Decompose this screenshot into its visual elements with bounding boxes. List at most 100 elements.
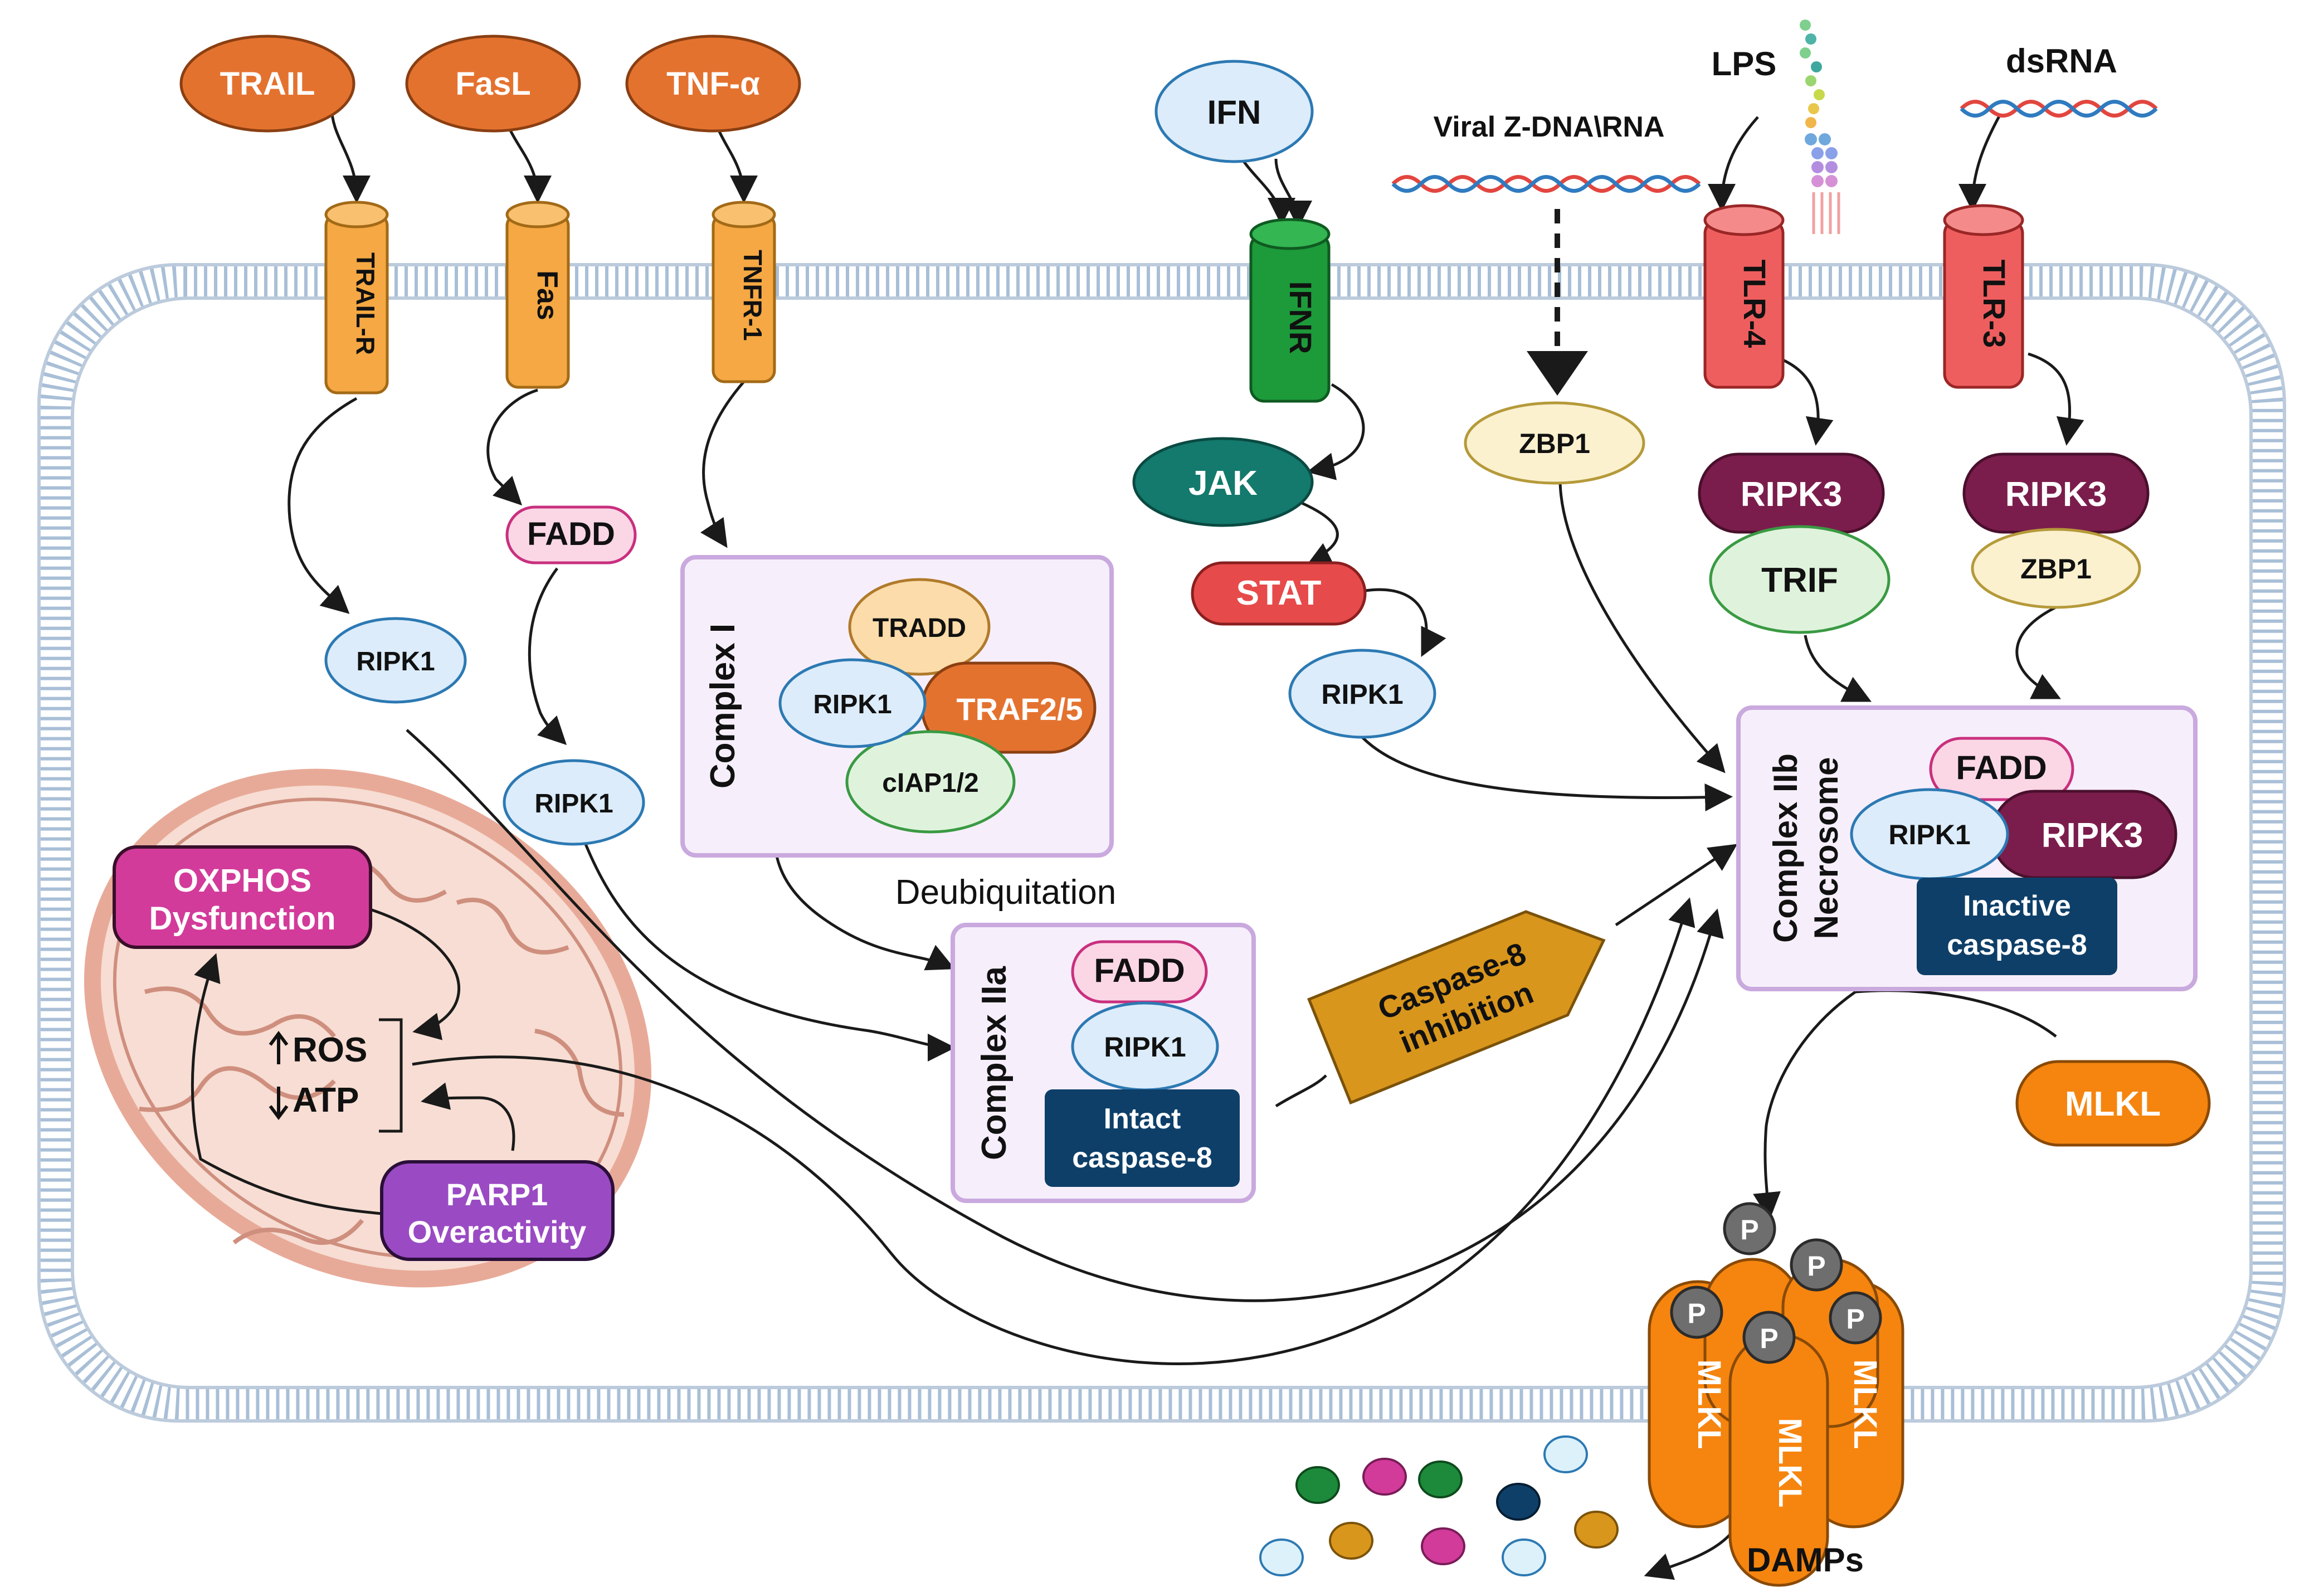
phospho-group-4: P — [1742, 1311, 1796, 1364]
trif-label: TRIF — [1761, 561, 1838, 600]
receptor-tlr3-label: TLR-3 — [1977, 260, 2012, 348]
receptor-ifnr: IFNR — [1249, 218, 1331, 403]
zbp1-viral: ZBP1 — [1464, 401, 1645, 485]
ros-atp: ROS ATP — [269, 1018, 403, 1133]
lps-label: LPS — [1712, 45, 1777, 82]
up-arrow-icon — [269, 1031, 289, 1064]
ripk1-complex-iia: RIPK1 — [1071, 1001, 1219, 1092]
ripk1-complex-iia-label: RIPK1 — [1104, 1031, 1186, 1063]
deubiquitination-label: Deubiquitation — [895, 873, 1116, 912]
phospho-group-1: P — [1723, 1202, 1776, 1255]
phospho-label-5: P — [1846, 1303, 1864, 1335]
stat: STAT — [1191, 561, 1367, 626]
fadd-complex-iia: FADD — [1071, 940, 1208, 1004]
phospho-group-2: P — [1790, 1238, 1843, 1292]
receptor-fas-label: Fas — [531, 270, 563, 320]
complex-iia-title: Complex IIa — [975, 966, 1014, 1160]
caspase-8-inhibition: Caspase-8 inhibition — [1307, 910, 1606, 1105]
ligand-trail-label: TRAIL — [220, 66, 315, 102]
mlkl-free: MLKL — [2015, 1060, 2211, 1147]
zbp1-viral-label: ZBP1 — [1519, 428, 1590, 459]
complex-iib-necrosome: Complex IIb Necrosome FADD RIPK3 RIPK1 I… — [1736, 705, 2198, 991]
fadd-fas-label: FADD — [527, 516, 615, 552]
complex-iib-title-line1: Complex IIb — [1767, 753, 1804, 943]
ripk1-complex-i-label: RIPK1 — [813, 690, 891, 719]
phospho-label-4: P — [1760, 1323, 1778, 1354]
jak-label: JAK — [1188, 464, 1258, 503]
ripk3-complex-iib-label: RIPK3 — [2042, 816, 2143, 855]
ros-label: ROS — [293, 1031, 367, 1069]
ligand-fasl: FasL — [405, 35, 581, 133]
lps-molecule-icon — [1800, 20, 1840, 234]
viral-dna: Viral Z-DNA\RNA — [1391, 111, 1701, 193]
fadd-complex-iib: FADD — [1929, 737, 2074, 801]
ligand-tnf: TNF-α — [625, 35, 801, 133]
receptor-tlr4-label: TLR-4 — [1737, 260, 1772, 348]
inactive-caspase-8-line2: caspase-8 — [1947, 929, 2087, 961]
fadd-fas: FADD — [505, 505, 637, 564]
phospho-label-2: P — [1807, 1250, 1825, 1282]
ciap12-label: cIAP1/2 — [882, 768, 978, 798]
receptor-tlr4: TLR-4 — [1703, 204, 1785, 389]
ripk1-fas: RIPK1 — [503, 759, 645, 846]
fadd-complex-iia-label: FADD — [1094, 952, 1185, 989]
receptor-tnfr1-label: TNFR-1 — [738, 250, 767, 341]
complex-i-title: Complex I — [704, 624, 742, 788]
viral-arrowhead — [1527, 351, 1588, 396]
receptor-fas: Fas — [505, 201, 570, 389]
ripk1-complex-i: RIPK1 — [778, 658, 927, 748]
atp-label: ATP — [293, 1081, 359, 1119]
down-arrow-icon — [269, 1087, 289, 1120]
intact-caspase-8-line1: Intact — [1104, 1103, 1181, 1135]
cell-membrane — [37, 263, 2286, 1423]
tradd-label: TRADD — [873, 614, 966, 643]
ripk3-tlr3: RIPK3 — [1962, 452, 2150, 534]
stat-label: STAT — [1236, 574, 1322, 612]
phospho-label-1: P — [1740, 1214, 1758, 1245]
complex-iib-title-line2: Necrosome — [1807, 757, 1845, 939]
mlkl-pore-label-center: MLKL — [1772, 1418, 1808, 1507]
ripk3-complex-iib: RIPK3 — [1990, 790, 2177, 879]
zbp1-tlr3: ZBP1 — [1971, 528, 2141, 609]
phospho-group-5: P — [1829, 1291, 1882, 1345]
ripk1-complex-iib: RIPK1 — [1850, 788, 2009, 880]
intact-caspase-8: Intact caspase-8 — [1045, 1089, 1240, 1187]
fadd-complex-iib-label: FADD — [1956, 749, 2047, 786]
mlkl-pore-label-left: MLKL — [1691, 1359, 1727, 1449]
mlkl-oligomer-pore: MLKL MLKL MLKL P P P P P — [1648, 1202, 1904, 1587]
ripk1-fas-label: RIPK1 — [534, 789, 613, 819]
dsrna: dsRNA — [1960, 42, 2158, 118]
ligand-ifn-label: IFN — [1207, 94, 1261, 131]
ripk1-ifn: RIPK1 — [1288, 649, 1436, 739]
ciap12: cIAP1/2 — [845, 730, 1016, 834]
jak: JAK — [1132, 437, 1314, 527]
receptor-trail-r-label: TRAIL-R — [351, 252, 380, 355]
receptor-trail-r: TRAIL-R — [324, 201, 389, 395]
inactive-caspase-8-line1: Inactive — [1963, 890, 2071, 922]
intact-caspase-8-line2: caspase-8 — [1072, 1142, 1212, 1174]
oxphos-line2: Dysfunction — [149, 900, 335, 937]
oxphos-dysfunction: OXPHOS Dysfunction — [113, 845, 372, 949]
ripk1-complex-iib-label: RIPK1 — [1888, 819, 1970, 850]
phospho-group-3: P — [1670, 1286, 1723, 1339]
phospho-label-3: P — [1687, 1298, 1706, 1329]
ligand-ifn: IFN — [1154, 60, 1314, 163]
ripk1-trail: RIPK1 — [324, 617, 467, 704]
lps: LPS — [1712, 20, 1840, 234]
inactive-caspase-8: Inactive caspase-8 — [1917, 878, 2117, 975]
receptor-ifnr-label: IFNR — [1283, 281, 1318, 354]
damps-label: DAMPs — [1747, 1541, 1864, 1579]
ripk1-ifn-label: RIPK1 — [1321, 679, 1403, 710]
trif: TRIF — [1709, 525, 1891, 634]
ligand-fasl-label: FasL — [455, 66, 530, 102]
receptor-tlr3: TLR-3 — [1943, 204, 2024, 389]
oxphos-line1: OXPHOS — [173, 863, 311, 899]
ripk1-trail-label: RIPK1 — [356, 647, 435, 676]
receptor-tnfr1: TNFR-1 — [712, 201, 776, 383]
traf25: TRAF2/5 — [920, 661, 1097, 754]
viral-label: Viral Z-DNA\RNA — [1433, 111, 1664, 143]
traf25-label: TRAF2/5 — [956, 692, 1083, 727]
dsrna-label: dsRNA — [2006, 42, 2117, 80]
tradd: TRADD — [848, 578, 991, 676]
